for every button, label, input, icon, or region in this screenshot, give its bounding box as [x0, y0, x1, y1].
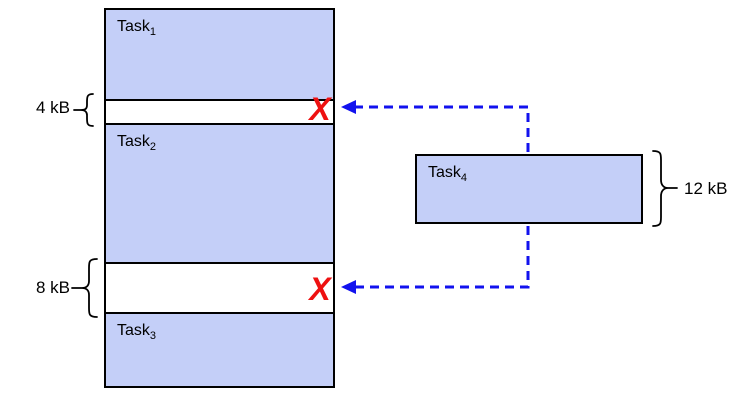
task4-size-label: 12 kB	[684, 179, 728, 198]
dashed-arrow-to-gap1	[354, 105, 530, 152]
brace-4kb	[73, 93, 94, 127]
task2-label-base: Task	[117, 133, 150, 150]
dashed-arrow-to-gap2	[354, 226, 530, 289]
arrow-left-icon	[341, 280, 356, 294]
task2-label: Task2	[106, 125, 333, 154]
task3-label-subscript: 3	[149, 330, 157, 343]
brace-12kb	[652, 150, 678, 227]
task3-block: Task3	[106, 314, 333, 386]
task4-label-base: Task	[428, 164, 461, 181]
free-gap-8kb	[106, 264, 333, 314]
task1-block: Task1	[106, 10, 333, 101]
task1-label-base: Task	[117, 18, 150, 35]
memory-column: Task1 Task2 Task3	[104, 8, 335, 388]
reject-x-icon: X	[309, 271, 331, 307]
gap1-size-label: 4 kB	[35, 98, 70, 117]
task4-label: Task4	[417, 156, 641, 185]
task2-label-subscript: 2	[149, 141, 157, 154]
task1-label-subscript: 1	[149, 26, 157, 39]
task3-label: Task3	[106, 314, 333, 343]
brace-8kb	[71, 258, 98, 318]
task4-label-subscript: 4	[460, 172, 468, 185]
reject-x-icon: X	[309, 91, 331, 127]
arrow-left-icon	[341, 100, 356, 114]
gap2-size-label: 8 kB	[35, 278, 70, 297]
free-gap-4kb	[106, 101, 333, 125]
task2-block: Task2	[106, 125, 333, 264]
task4-block: Task4	[415, 154, 643, 224]
task3-label-base: Task	[117, 322, 150, 339]
task1-label: Task1	[106, 10, 333, 39]
